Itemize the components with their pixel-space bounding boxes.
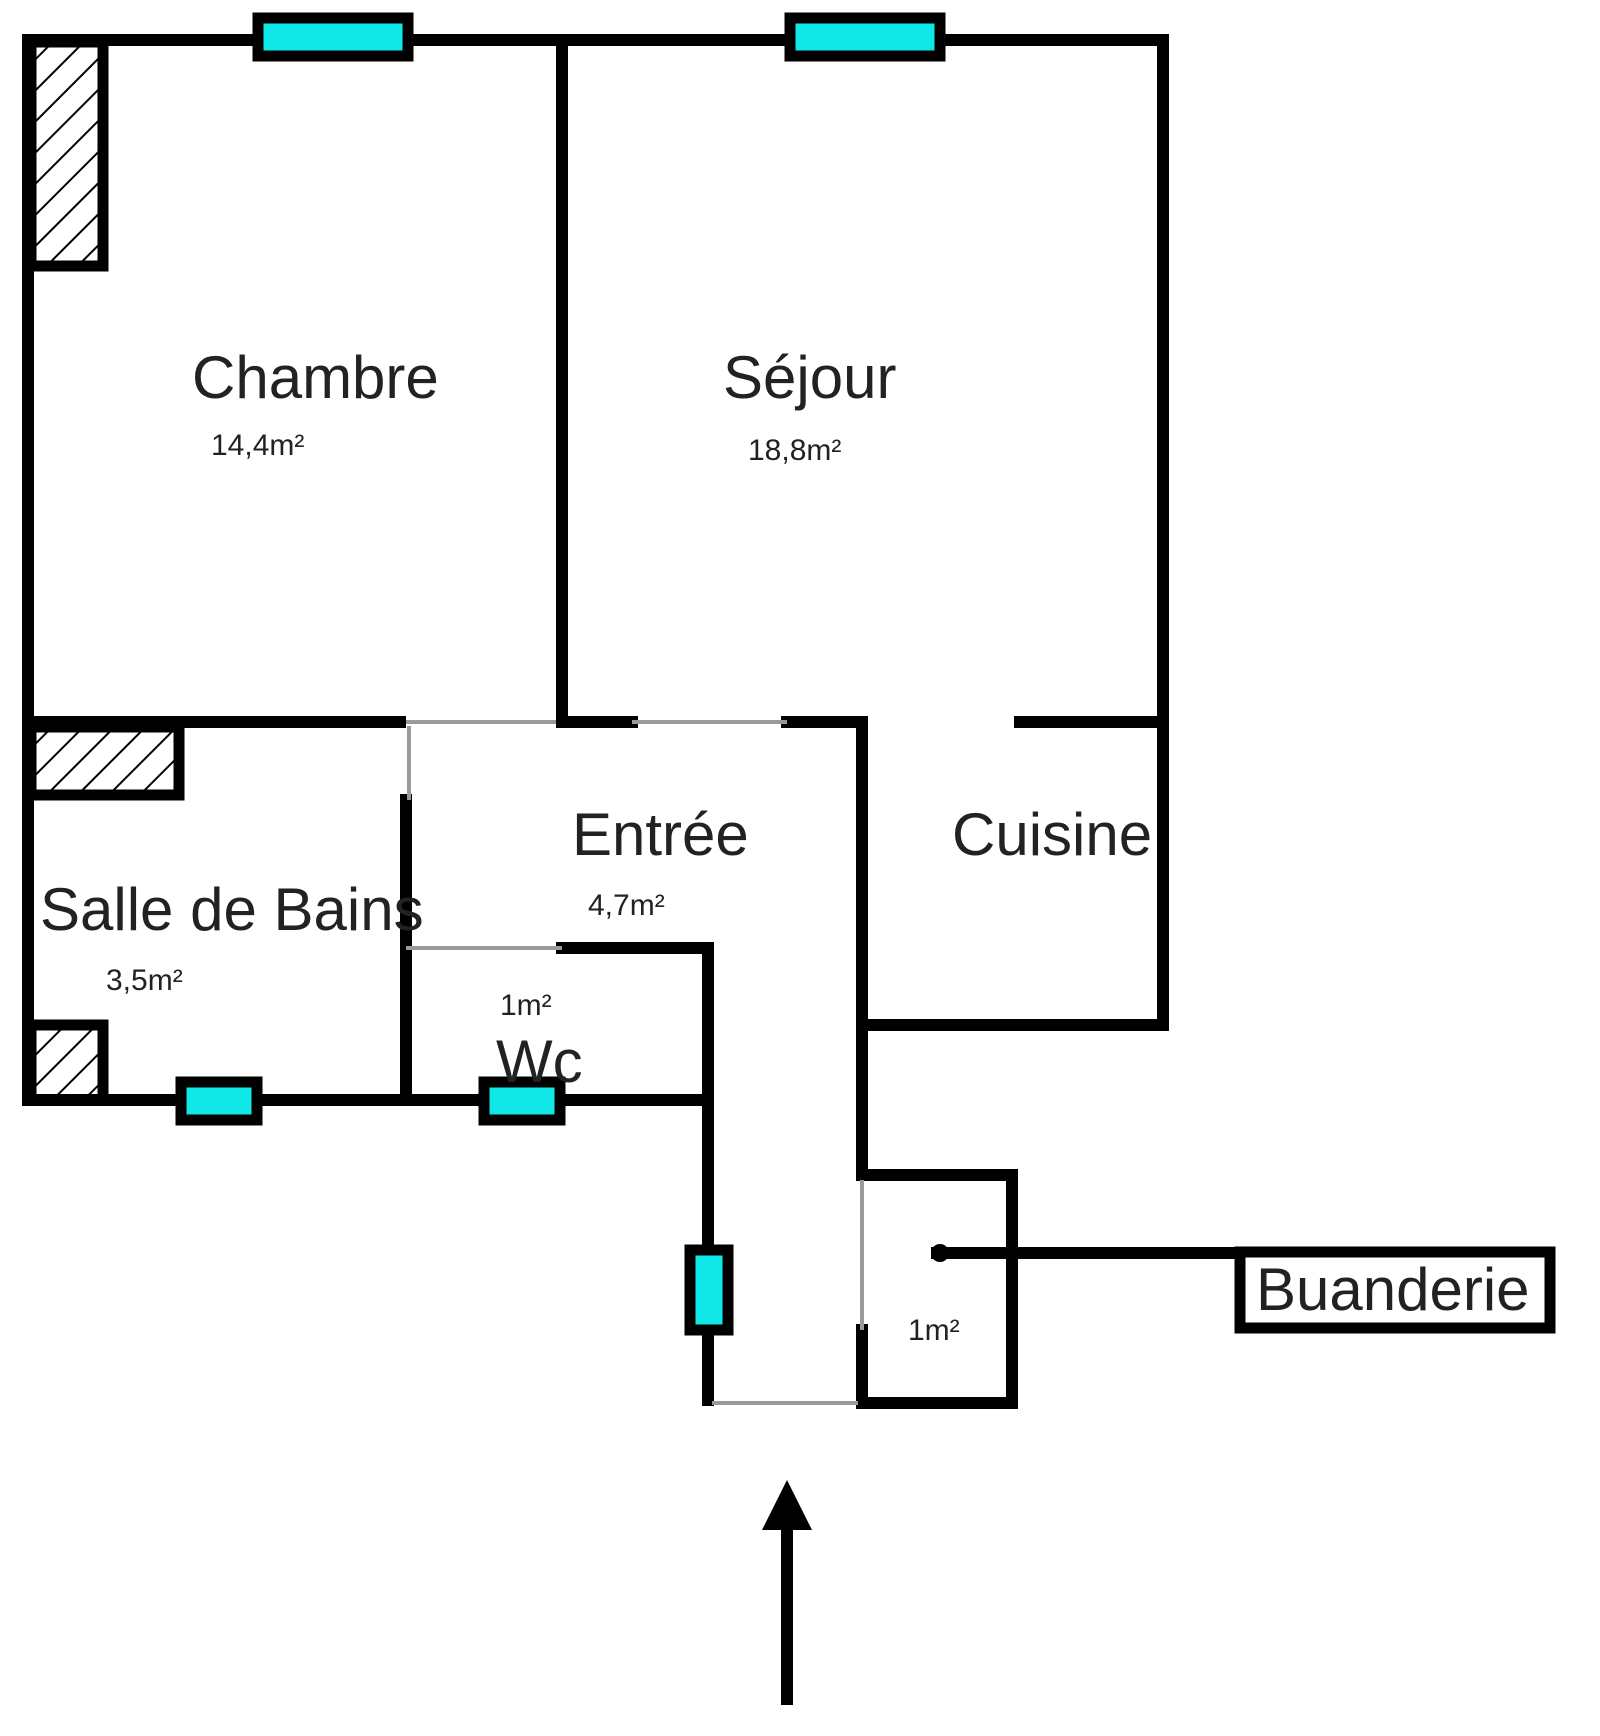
room-area-entree: 4,7m² xyxy=(588,889,665,922)
column-top-left xyxy=(25,36,109,272)
room-area-chambre: 14,4m² xyxy=(211,429,304,462)
room-name-cuisine: Cuisine xyxy=(952,801,1152,868)
window-bath xyxy=(175,1076,263,1126)
column-bath-top xyxy=(25,721,185,801)
window-entree xyxy=(684,1244,734,1336)
room-area-sejour: 18,8m² xyxy=(748,434,841,467)
window-chambre xyxy=(252,12,414,62)
room-area-buanderie: 1m² xyxy=(908,1314,960,1347)
room-name-entree: Entrée xyxy=(572,801,749,868)
room-name-buanderie: Buanderie xyxy=(1256,1256,1530,1323)
window-sejour xyxy=(784,12,946,62)
arrow-up-icon xyxy=(762,1480,812,1705)
doors xyxy=(406,720,864,1405)
window-wc xyxy=(478,1076,566,1126)
room-area-wc: 1m² xyxy=(500,989,552,1022)
room-name-sejour: Séjour xyxy=(723,344,896,411)
column-bath-bottom xyxy=(25,1019,109,1106)
room-area-salle-de-bains: 3,5m² xyxy=(106,964,183,997)
room-name-chambre: Chambre xyxy=(192,344,439,411)
walls xyxy=(22,34,1246,1409)
buanderie-label-box xyxy=(1234,1246,1556,1334)
room-name-salle-de-bains: Salle de Bains xyxy=(40,876,424,943)
callout-dot xyxy=(931,1244,949,1262)
room-name-wc: Wc xyxy=(496,1028,583,1095)
